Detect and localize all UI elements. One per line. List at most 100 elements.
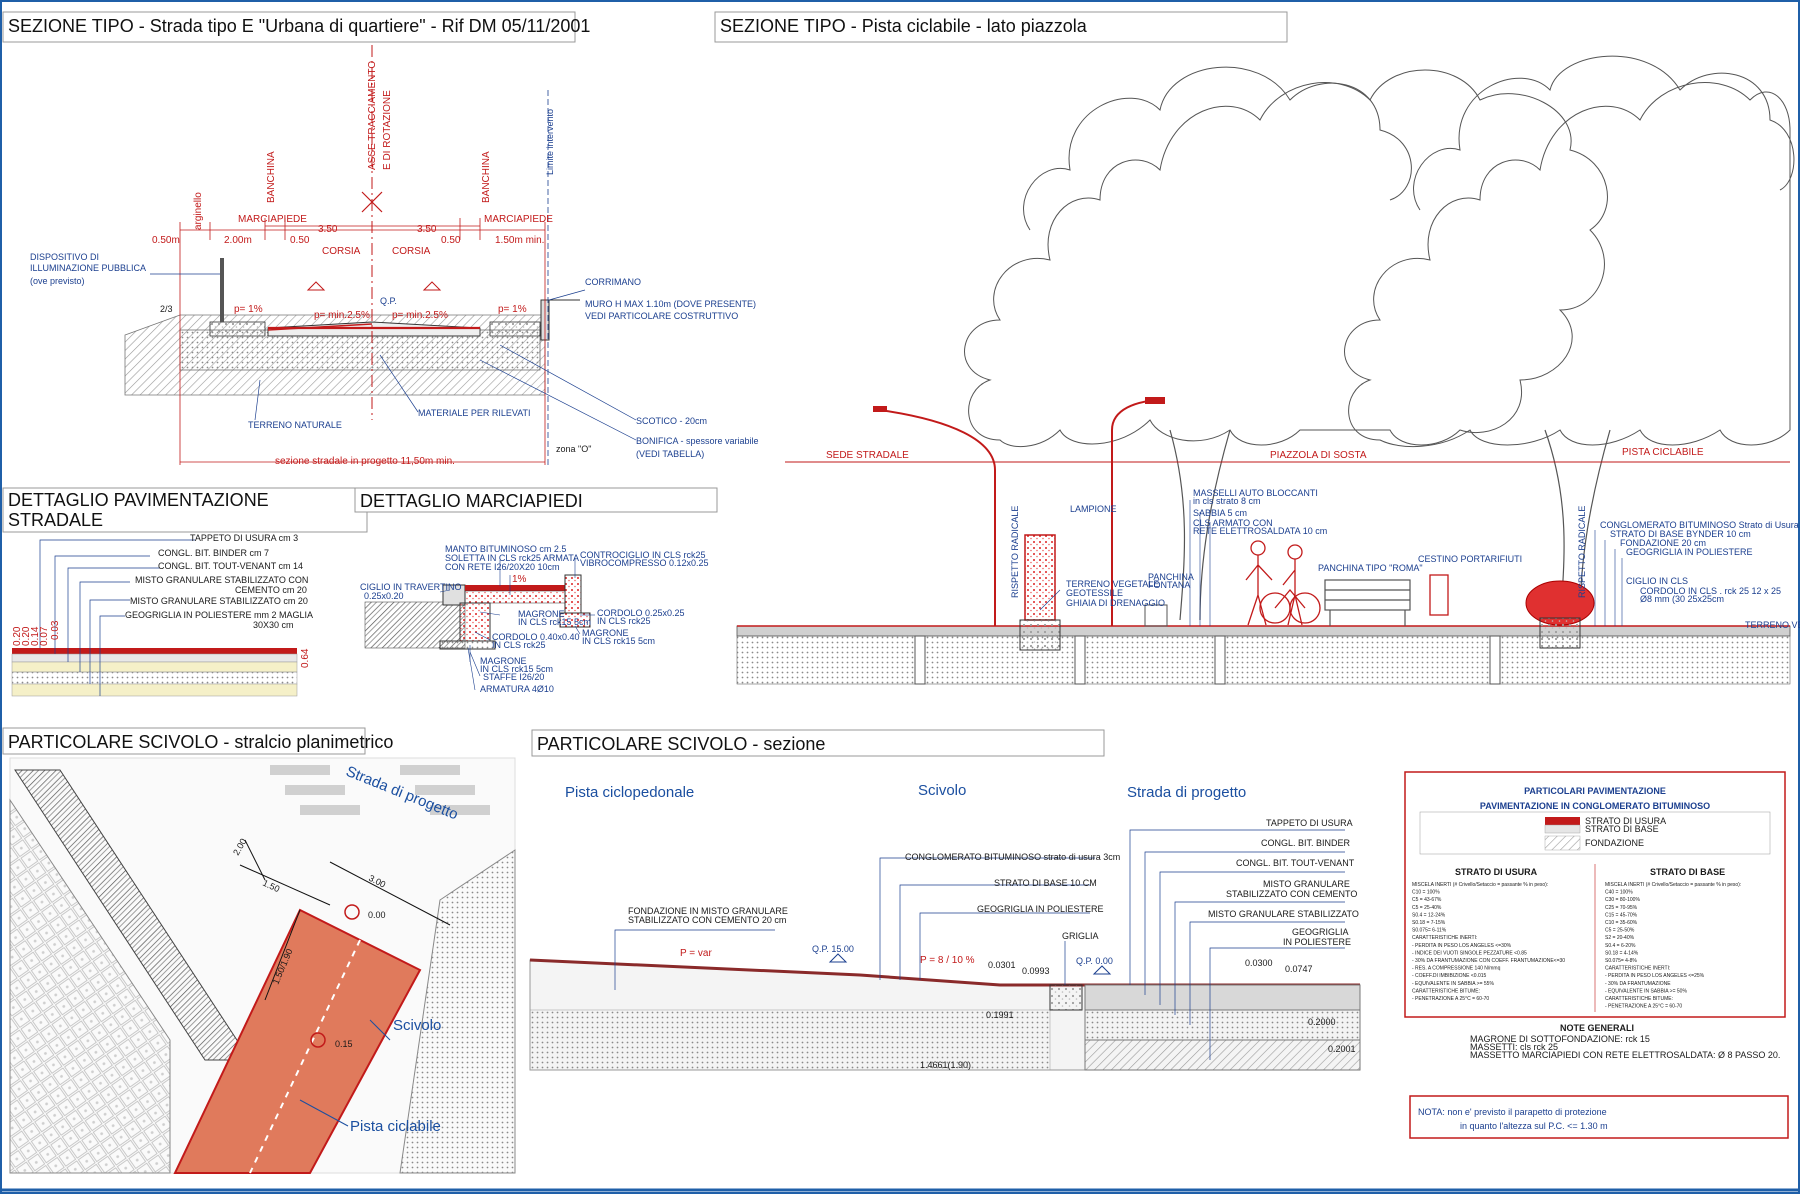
label-corrimano: CORRIMANO <box>585 277 641 287</box>
sez-v0301: 0.0301 <box>988 960 1016 970</box>
label-lampione: LAMPIONE <box>1070 504 1117 514</box>
label-corsia-left: CORSIA <box>322 246 361 257</box>
title-sezione-strada: SEZIONE TIPO - Strada tipo E "Urbana di … <box>2 11 590 43</box>
sez-v0993: 0.0993 <box>1022 966 1050 976</box>
sez-p-slope: P = 8 / 10 % <box>920 955 975 966</box>
marc-controciglio-2: VIBROCOMPRESSO 0.12x0.25 <box>580 558 709 568</box>
sez-p-var: P = var <box>680 948 712 959</box>
pav-layer-6: MISTO GRANULARE STABILIZZATO cm 20 <box>130 596 308 606</box>
slope-lane-left: p= min.2.5% <box>314 310 370 321</box>
title-dettaglio-marciapiedi: DETTAGLIO MARCIAPIEDI <box>354 487 718 513</box>
legend-item-2: STRATO DI BASE <box>1585 824 1659 834</box>
label-corsia-right: CORSIA <box>392 246 431 257</box>
legend-col2-line: CARATTERISTICHE INERTI: <box>1605 966 1670 972</box>
legend-col1-line: C5 = 43-67% <box>1412 897 1442 903</box>
legend-col2-line: - PERDITA IN PESO LOS ANGELES <=25% <box>1605 973 1705 979</box>
people-with-bicycle <box>1245 540 1321 626</box>
marc-manto: MANTO BITUMINOSO cm 2.5 <box>445 544 566 554</box>
ratio-label: 2/3 <box>160 304 173 314</box>
sez-v1991: 0.1991 <box>986 1010 1014 1020</box>
sez-v0747: 0.0747 <box>1285 964 1313 974</box>
legend-col1-line: - INDICE DEI VUOTI SINGOLE PEZZATURE <0.… <box>1412 950 1527 956</box>
plan-pista: Pista ciclabile <box>350 1118 441 1135</box>
sez-v2000: 0.2000 <box>1308 1017 1336 1027</box>
label-banchina-right: BANCHINA <box>481 151 492 203</box>
plan-elev-000: 0.00 <box>368 910 386 920</box>
marc-cordolo-b2: IN CLS rck25 <box>492 640 546 650</box>
road-cross-section: ASSE TRACCIAMENTO E DI ROTAZIONE Limite … <box>30 45 759 467</box>
tree-left-canopy <box>964 69 1608 448</box>
label-cestino: CESTINO PORTARIFIUTI <box>1418 554 1522 564</box>
legend-box: PARTICOLARI PAVIMENTAZIONE PAVIMENTAZION… <box>1404 771 1789 1139</box>
street-lamp-left <box>879 409 996 626</box>
sez-v1466: 1.4661(1.90) <box>920 1060 971 1070</box>
legend-col2-line: - 30% DA FRANTUMAZIONE <box>1605 981 1671 987</box>
label-scotico: SCOTICO - 20cm <box>636 416 707 426</box>
label-arginello: arginello <box>193 192 204 230</box>
label-marciapiede-left: MARCIAPIEDE <box>238 214 307 225</box>
label-muro-2: VEDI PARTICOLARE COSTRUTTIVO <box>585 311 738 321</box>
legend-col1-line: CARATTERISTICHE BITUME: <box>1412 988 1480 994</box>
label-piazzola: PIAZZOLA DI SOSTA <box>1270 450 1367 461</box>
pav-total: 0.64 <box>300 648 311 668</box>
title-scivolo-plan: PARTICOLARE SCIVOLO - stralcio planimetr… <box>2 727 393 755</box>
legend-col1-line: S0.4 = 12-24% <box>1412 912 1446 918</box>
legend-col2-line: S2 = 20-40% <box>1605 935 1635 941</box>
pav-layer-4: MISTO GRANULARE STABILIZZATO CON <box>135 575 308 585</box>
label-fontana-1: PANCHINA <box>1148 572 1194 582</box>
label-masselli-2: in cls strato 8 cm <box>1193 496 1261 506</box>
legend-col2-title: STRATO DI BASE <box>1650 867 1725 877</box>
legend-col1: MISCELA INERTI (# Crivello/Setaccio = pa… <box>1412 882 1565 1002</box>
sez-strada: Strada di progetto <box>1127 784 1246 801</box>
legend-col2-line: S0.4 = 6-20% <box>1605 943 1636 949</box>
pav-th-5: 0.03 <box>50 620 61 640</box>
pav-layer-1: TAPPETO DI USURA cm 3 <box>190 533 298 543</box>
sez-pista: Pista ciclopedonale <box>565 784 694 801</box>
label-terreno-veg-2: TERRENO VEGETALE <box>1745 620 1800 630</box>
marc-magrone-a2: IN CLS rck15 5cm <box>518 617 591 627</box>
nota-line-1: NOTA: non e' previsto il parapetto di pr… <box>1418 1107 1607 1117</box>
tree-left-trunk <box>1169 429 1231 621</box>
trash-bin <box>1429 574 1449 616</box>
ramp-section: Pista ciclopedonale Scivolo Strada di pr… <box>529 782 1361 1071</box>
bike-lane-section: SEDE STRADALE PIAZZOLA DI SOSTA PISTA CI… <box>736 55 1800 685</box>
marc-magrone-b1: MAGRONE <box>582 628 629 638</box>
marc-soletta-1: SOLETTA IN CLS rck25 ARMATA <box>445 553 579 563</box>
sez-misto-stab: MISTO GRANULARE STABILIZZATO <box>1208 909 1359 919</box>
legend-col1-line: - PERDITA IN PESO LOS ANGELES <=30% <box>1412 943 1512 949</box>
sez-scivolo: Scivolo <box>918 782 966 799</box>
pav-th-2: 0.20 <box>21 626 32 646</box>
label-sezione-totale: sezione stradale in progetto 11,50m min. <box>275 456 455 467</box>
bench-roma <box>1324 579 1411 626</box>
plan-scivolo: Scivolo <box>393 1017 441 1034</box>
label-bonifica-1: BONIFICA - spessore variabile <box>636 436 759 446</box>
marc-controciglio-1: CONTROCIGLIO IN CLS rck25 <box>580 550 706 560</box>
legend-col2-line: S0.18 = 4-14% <box>1605 950 1639 956</box>
legend-col2-line: C30 = 80-100% <box>1605 897 1640 903</box>
dispositivo-3: (ove previsto) <box>30 276 85 286</box>
pav-leaders <box>39 539 195 696</box>
sez-geogriglia: GEOGRIGLIA IN POLIESTERE <box>977 904 1104 914</box>
legend-col1-line: MISCELA INERTI (# Crivello/Setaccio = pa… <box>1412 882 1548 888</box>
legend-col1-line: C5 = 25-40% <box>1412 905 1442 911</box>
legend-col2-line: C10 = 35-60% <box>1605 920 1638 926</box>
label-marciapiede-right: MARCIAPIEDE <box>484 214 553 225</box>
label-bonifica-2: (VEDI TABELLA) <box>636 449 704 459</box>
sez-misto-2: STABILIZZATO CON CEMENTO <box>1226 889 1357 899</box>
title-scivolo-plan-text: PARTICOLARE SCIVOLO - stralcio planimetr… <box>8 732 393 752</box>
label-banchina-left: BANCHINA <box>266 151 277 203</box>
title-pav-line2: STRADALE <box>8 510 103 530</box>
legend-col1-line: S0.075= 6-11% <box>1412 928 1447 934</box>
label-ghiaia: GHIAIA DI DRENAGGIO <box>1066 598 1165 608</box>
label-fontana-2: FONTANA <box>1148 580 1190 590</box>
legend-col1-line: S0.18 = 7-15% <box>1412 920 1446 926</box>
pav-th-1: 0.20 <box>12 626 23 646</box>
marc-magrone-a1: MAGRONE <box>518 609 565 619</box>
legend-col2-line: C15 = 45-70% <box>1605 912 1638 918</box>
legend-col1-line: CARATTERISTICHE INERTI: <box>1412 935 1477 941</box>
pav-th-4: 0.07 <box>39 626 50 646</box>
label-sede-stradale: SEDE STRADALE <box>826 450 909 461</box>
title-scivolo-sez-text: PARTICOLARE SCIVOLO - sezione <box>537 734 825 754</box>
slope-right: p= 1% <box>498 304 527 315</box>
